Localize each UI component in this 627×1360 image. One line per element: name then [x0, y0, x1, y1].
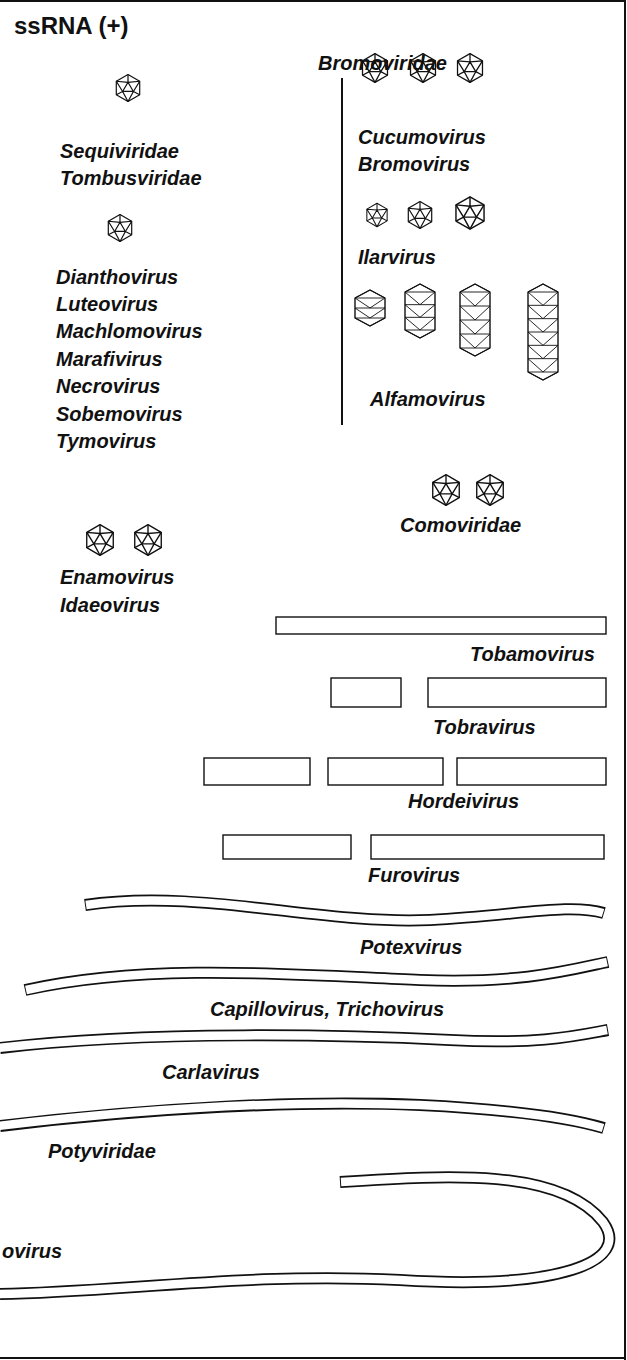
group-bracket	[341, 78, 343, 425]
taxon-label: Alfamovirus	[370, 388, 486, 411]
taxon-label: Potexvirus	[360, 936, 462, 959]
taxon-label: Dianthovirus	[56, 266, 178, 289]
taxon-label: Tobravirus	[433, 716, 536, 739]
taxon-label: Hordeivirus	[408, 790, 519, 813]
taxon-label: Cucumovirus	[358, 126, 486, 149]
taxon-label: Marafivirus	[56, 348, 163, 371]
figure-heading: ssRNA (+)	[14, 12, 128, 40]
taxon-label: Tymovirus	[56, 430, 156, 453]
taxon-label: Comoviridae	[400, 514, 521, 537]
taxon-label: Sobemovirus	[56, 403, 183, 426]
taxon-label: Ilarvirus	[358, 246, 436, 269]
taxon-label: Bromovirus	[358, 153, 470, 176]
taxon-label: Capillovirus, Trichovirus	[210, 998, 444, 1021]
taxon-label: Potyviridae	[48, 1140, 156, 1163]
taxon-label: Luteovirus	[56, 293, 158, 316]
taxon-label: Tobamovirus	[470, 643, 595, 666]
taxon-label: Tombusviridae	[60, 167, 202, 190]
taxon-label: ovirus	[2, 1240, 62, 1263]
taxon-label: Carlavirus	[162, 1061, 260, 1084]
bacilliform-particles	[355, 284, 558, 380]
rod-particles	[204, 617, 606, 859]
taxon-label: Machlomovirus	[56, 320, 203, 343]
taxon-label: Bromoviridae	[318, 52, 447, 75]
taxon-label: Furovirus	[368, 864, 460, 887]
taxon-label: Enamovirus	[60, 566, 174, 589]
taxon-label: Sequiviridae	[60, 140, 179, 163]
filamentous-particles	[0, 900, 609, 1294]
taxon-label: Idaeovirus	[60, 594, 160, 617]
taxon-label: Necrovirus	[56, 375, 161, 398]
